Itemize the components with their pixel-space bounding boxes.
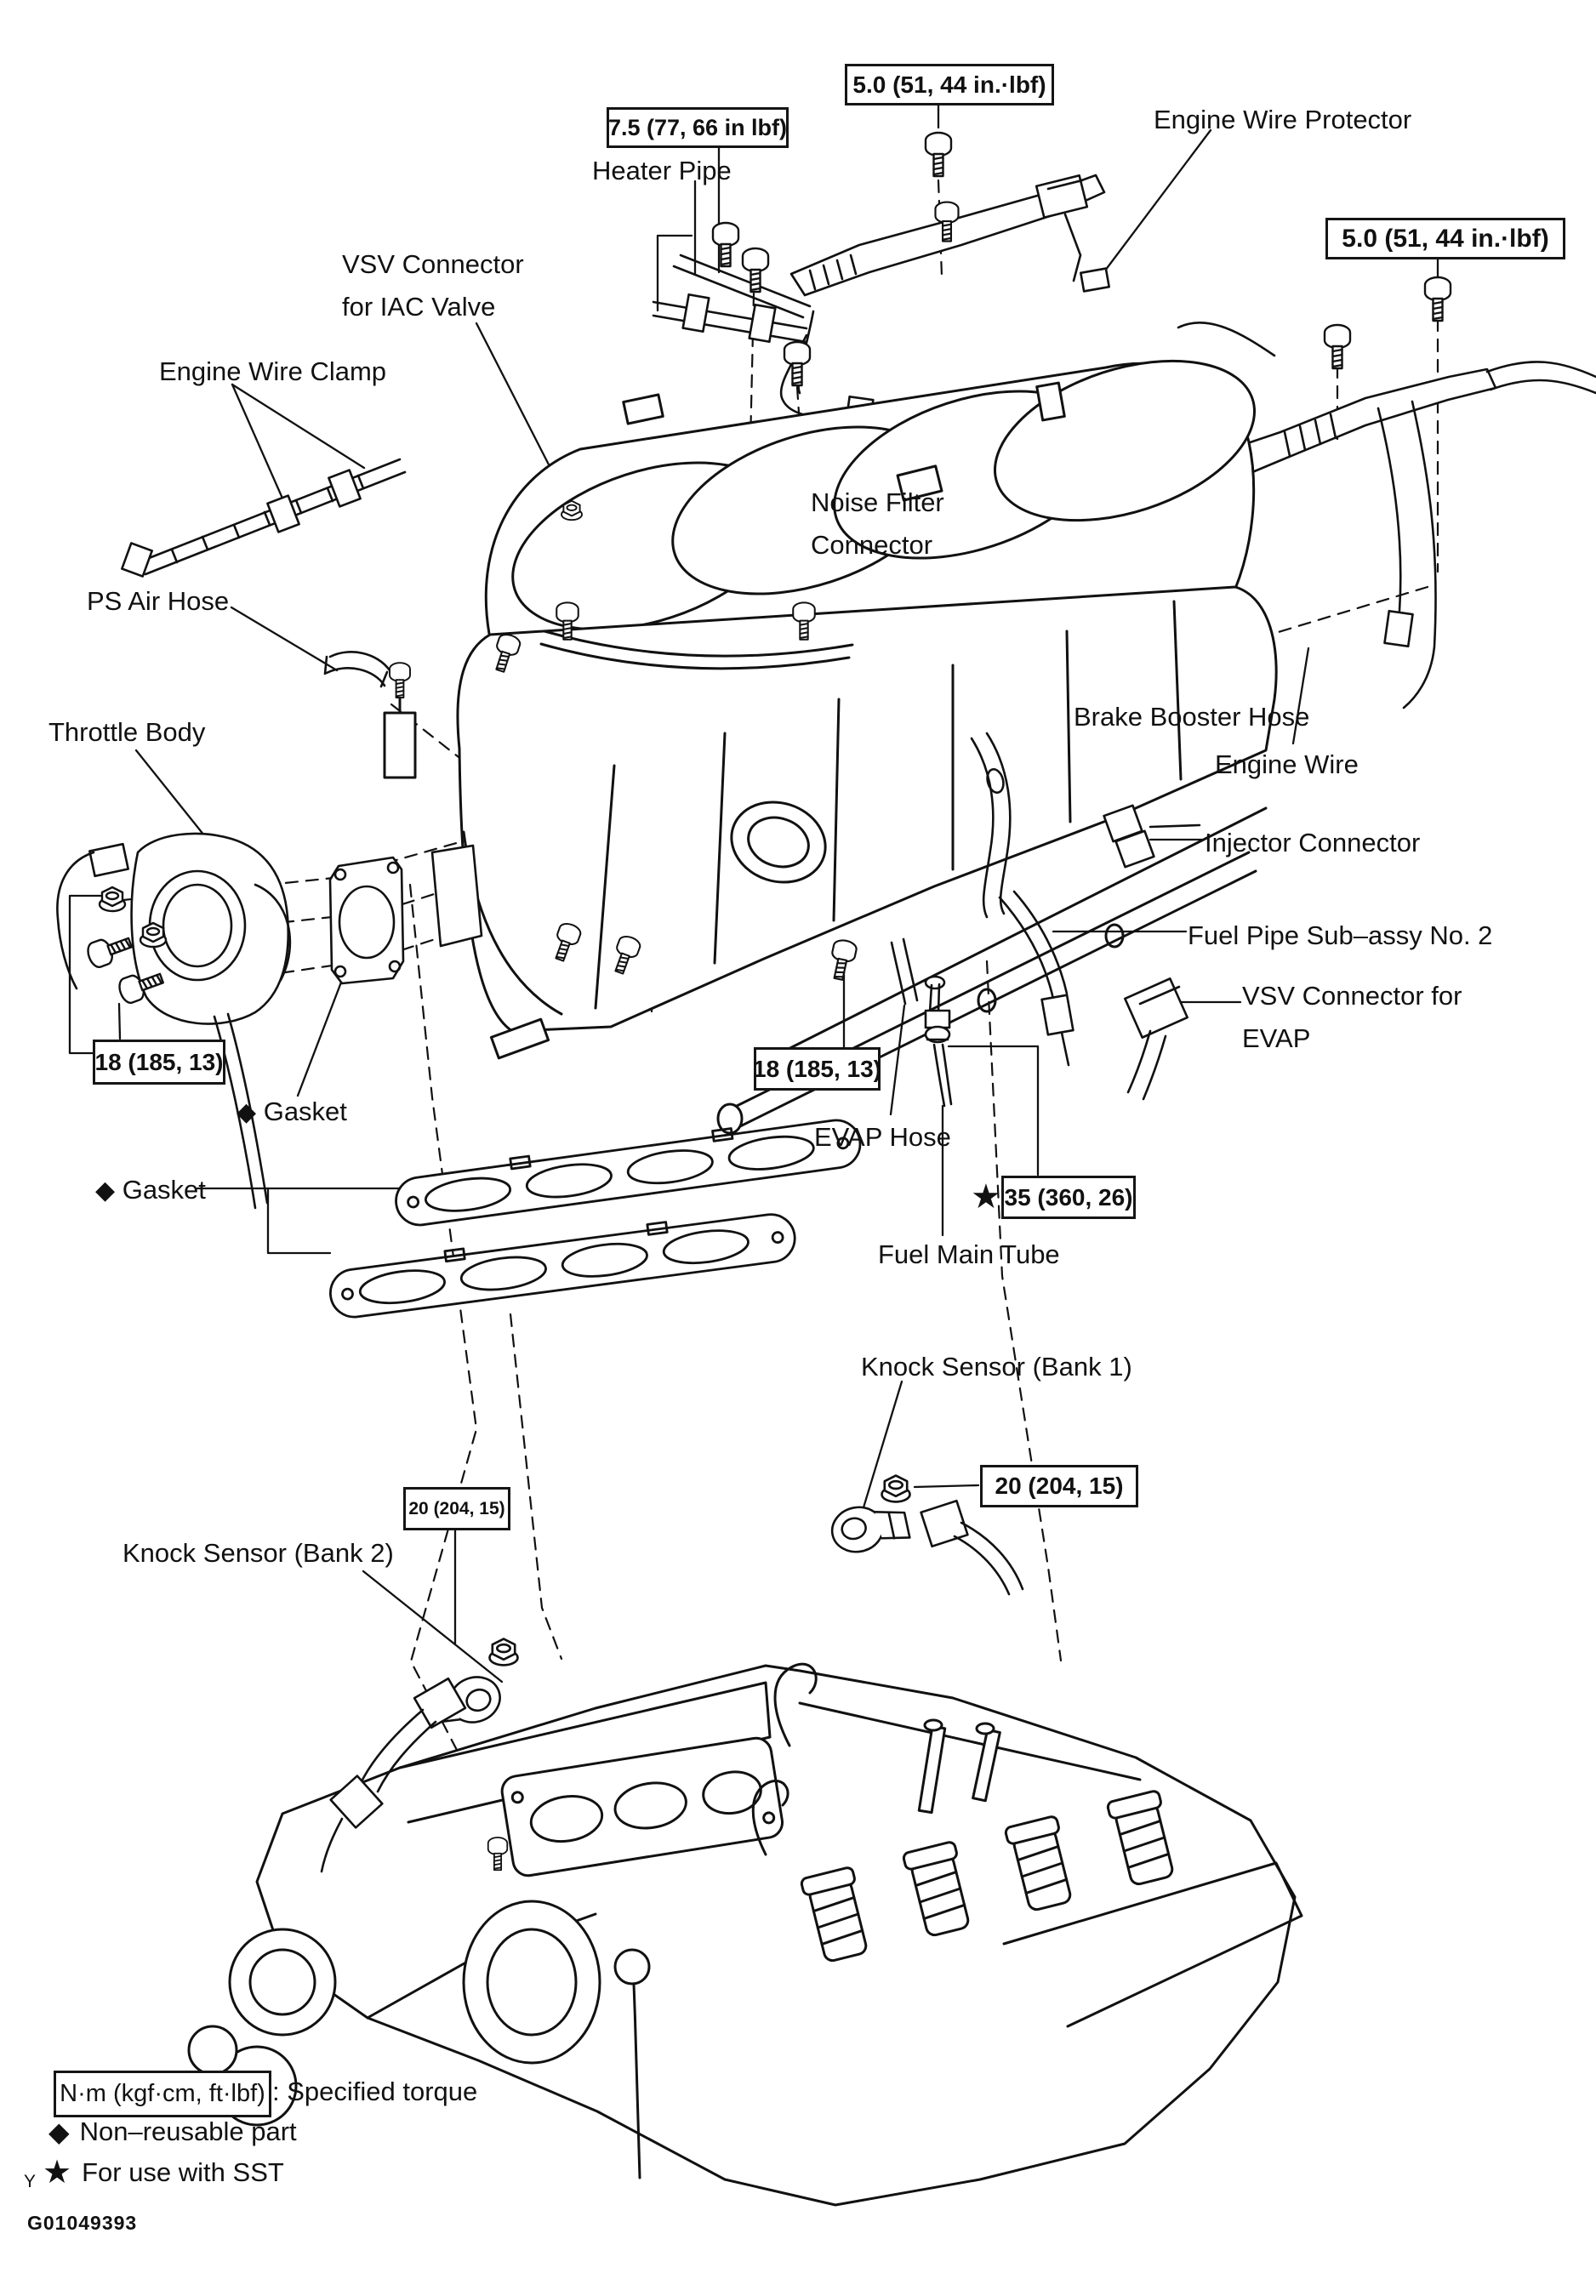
label-noise-filter-line2: Connector [811, 530, 933, 560]
torque-box-heater-pipe: 7.5 (77, 66 in lbf) [607, 107, 789, 148]
label-vsv-evap-line1: VSV Connector for [1242, 981, 1462, 1011]
label-heater-pipe: Heater Pipe [592, 156, 732, 185]
label-vsv-evap-line2: EVAP [1242, 1023, 1311, 1053]
knock-sensor-bank1-drawing [826, 1496, 1024, 1596]
non-reusable-diamond-icon: ◆ [48, 2117, 70, 2147]
label-fuel-pipe-sub-assy: Fuel Pipe Sub–assy No. 2 [1188, 920, 1493, 950]
label-brake-booster-hose: Brake Booster Hose [1074, 702, 1310, 732]
engine-wire-clamp-drawing [121, 458, 407, 578]
ps-air-hose-drawing [323, 651, 391, 688]
injector-connector-drawing [1103, 804, 1201, 869]
torque-box-fuel-main-tube: 35 (360, 26) [1001, 1176, 1136, 1219]
label-noise-filter-line1: Noise Filter [811, 487, 944, 517]
torque-box-throttle-body: 18 (185, 13) [93, 1040, 225, 1085]
torque-box-knock-sensor-bank1: 20 (204, 15) [980, 1465, 1138, 1507]
label-vsv-iac-line2: for IAC Valve [342, 292, 496, 322]
label-evap-hose: EVAP Hose [814, 1122, 951, 1152]
label-noise-filter-connector: Noise Filter Connector [811, 481, 944, 567]
vsv-evap-connector-drawing [1124, 977, 1188, 1101]
figure-code: G01049393 [27, 2212, 138, 2234]
evap-hose-fuel-tube-drawing [890, 937, 953, 1108]
sst-star-icon: ★ [971, 1178, 1001, 1216]
label-gasket-lower-text: Gasket [122, 1175, 206, 1205]
label-vsv-iac-line1: VSV Connector [342, 249, 524, 279]
label-knock-sensor-bank2: Knock Sensor (Bank 2) [123, 1538, 394, 1568]
knock-sensor-bank2-drawing [320, 1668, 508, 1873]
label-gasket-lower: ◆ Gasket [95, 1169, 206, 1212]
torque-box-wire-protector-right: 5.0 (51, 44 in.·lbf) [1325, 218, 1565, 259]
legend-torque-description: : Specified torque [272, 2077, 478, 2106]
non-reusable-diamond-icon: ◆ [237, 1098, 257, 1126]
fuel-pipe-sub-assy-drawing [998, 890, 1074, 1067]
non-reusable-diamond-icon: ◆ [95, 1176, 116, 1205]
label-gasket-upper-text: Gasket [263, 1097, 347, 1126]
label-engine-wire-clamp: Engine Wire Clamp [159, 356, 387, 386]
torque-box-wire-protector-left: 5.0 (51, 44 in.·lbf) [845, 64, 1054, 105]
corner-letter: Y [24, 2172, 37, 2191]
label-engine-wire: Engine Wire [1215, 749, 1359, 779]
label-vsv-iac: VSV Connector for IAC Valve [342, 243, 524, 328]
label-engine-wire-protector: Engine Wire Protector [1154, 105, 1412, 134]
label-vsv-evap: VSV Connector for EVAP [1242, 975, 1462, 1060]
throttle-body-drawing [56, 832, 483, 1210]
label-knock-sensor-bank1: Knock Sensor (Bank 1) [861, 1352, 1132, 1382]
label-injector-connector: Injector Connector [1205, 828, 1421, 857]
legend-sst-text: For use with SST [82, 2156, 284, 2187]
engine-block-drawing [187, 1662, 1303, 2207]
sst-star-icon: ★ [43, 2155, 72, 2191]
legend-non-reusable-text: Non–reusable part [79, 2117, 297, 2146]
legend-torque-unit-box: N·m (kgf·cm, ft·lbf) [54, 2071, 271, 2117]
legend-sst: ★ For use with SST [43, 2153, 284, 2191]
label-ps-air-hose: PS Air Hose [87, 586, 230, 616]
torque-box-intake-manifold: 18 (185, 13) [753, 1047, 881, 1091]
label-gasket-upper: ◆ Gasket [237, 1091, 347, 1134]
torque-box-knock-sensor-bank2: 20 (204, 15) [403, 1487, 510, 1530]
label-throttle-body: Throttle Body [48, 717, 206, 747]
intake-manifold-drawing [383, 359, 1278, 1135]
label-fuel-main-tube: Fuel Main Tube [878, 1239, 1060, 1269]
legend-non-reusable: ◆ Non–reusable part [48, 2116, 297, 2148]
manifold-gaskets-drawing [325, 1109, 865, 1322]
